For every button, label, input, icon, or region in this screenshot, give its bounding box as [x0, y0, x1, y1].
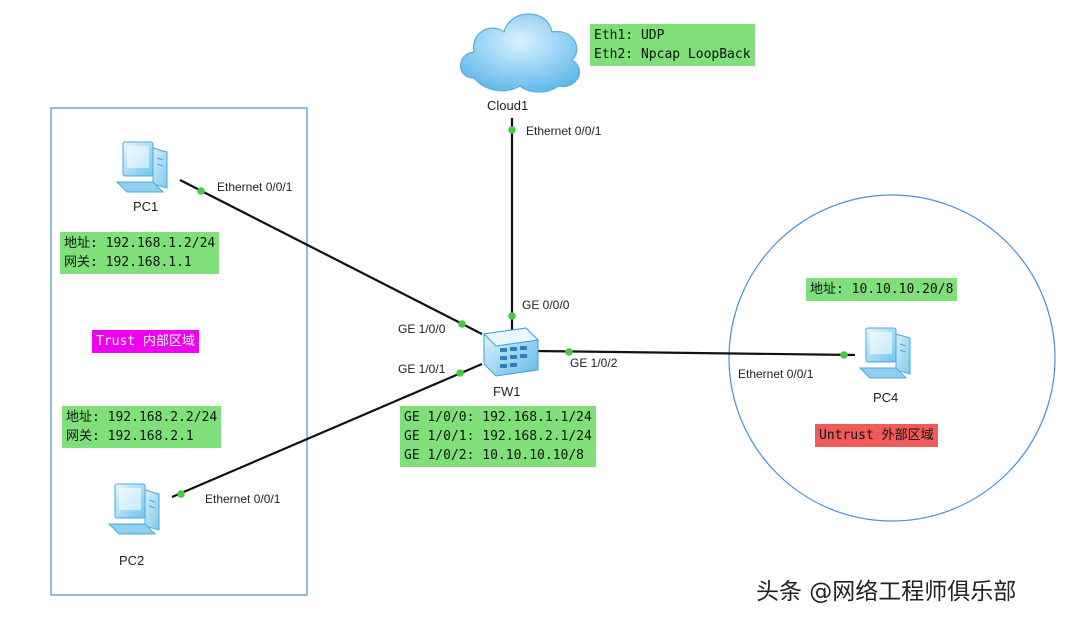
cloud-eth2-text: Eth2: Npcap LoopBack: [594, 47, 751, 62]
pc1-address-text: 地址: 192.168.1.2/24: [64, 236, 216, 251]
cloud-eth1-text: Eth1: UDP: [594, 28, 665, 43]
port-dot: [197, 187, 205, 195]
trust-zone-frame: [50, 107, 308, 596]
link-pc2-fw1: [171, 362, 483, 499]
port-dot: [840, 351, 848, 359]
untrust-zone-label: Untrust 外部区域: [815, 424, 938, 447]
fw-ge000-port-label: GE 0/0/0: [522, 298, 570, 312]
port-dot: [177, 490, 185, 498]
port-dot: [508, 312, 516, 320]
untrust-zone-circle: [728, 194, 1056, 522]
pc2-gateway-text: 网关: 192.168.2.1: [66, 429, 194, 444]
fw-ge101-text: GE 1/0/1: 192.168.2.1/24: [404, 429, 592, 444]
cloud1-label: Cloud1: [487, 98, 529, 113]
pc4-label: PC4: [873, 390, 899, 405]
pc2-config-note: 地址: 192.168.2.2/24 网关: 192.168.2.1: [62, 406, 222, 448]
pc1-config-note: 地址: 192.168.1.2/24 网关: 192.168.1.1: [60, 232, 220, 274]
pc2-label: PC2: [119, 553, 145, 568]
link-fw1-pc4: [535, 349, 856, 357]
fw-ge102-port-label: GE 1/0/2: [570, 356, 618, 370]
fw1-config-note: GE 1/0/0: 192.168.1.1/24 GE 1/0/1: 192.1…: [400, 406, 596, 467]
port-dot: [565, 348, 573, 356]
pc2-port-label: Ethernet 0/0/1: [205, 492, 281, 506]
pc2-computer-icon[interactable]: [108, 483, 160, 535]
firewall-icon[interactable]: [482, 327, 540, 377]
fw-ge101-port-label: GE 1/0/1: [398, 362, 446, 376]
port-dot: [456, 369, 464, 377]
pc4-computer-icon[interactable]: [859, 327, 911, 379]
pc2-address-text: 地址: 192.168.2.2/24: [66, 410, 218, 425]
trust-zone-label: Trust 内部区域: [92, 330, 199, 353]
pc1-computer-icon[interactable]: [116, 141, 168, 193]
pc1-label: PC1: [133, 199, 159, 214]
port-dot: [508, 126, 516, 134]
pc4-config-note: 地址: 10.10.10.20/8: [806, 278, 958, 301]
fw-ge102-text: GE 1/0/2: 10.10.10.10/8: [404, 448, 585, 463]
pc4-address-text: 地址: 10.10.10.20/8: [810, 282, 954, 297]
cloud1-port-label: Ethernet 0/0/1: [526, 124, 602, 138]
fw-ge100-text: GE 1/0/0: 192.168.1.1/24: [404, 410, 592, 425]
watermark-text: 头条 @网络工程师俱乐部: [756, 579, 1017, 605]
pc1-port-label: Ethernet 0/0/1: [217, 180, 293, 194]
pc1-gateway-text: 网关: 192.168.1.1: [64, 255, 192, 270]
fw-ge100-port-label: GE 1/0/0: [398, 322, 446, 336]
cloud-icon[interactable]: [459, 13, 580, 93]
link-pc1-fw1: [179, 179, 483, 335]
fw1-label: FW1: [493, 384, 521, 399]
port-dot: [458, 320, 466, 328]
cloud-config-note: Eth1: UDP Eth2: Npcap LoopBack: [590, 24, 755, 66]
pc4-port-label: Ethernet 0/0/1: [738, 367, 814, 381]
